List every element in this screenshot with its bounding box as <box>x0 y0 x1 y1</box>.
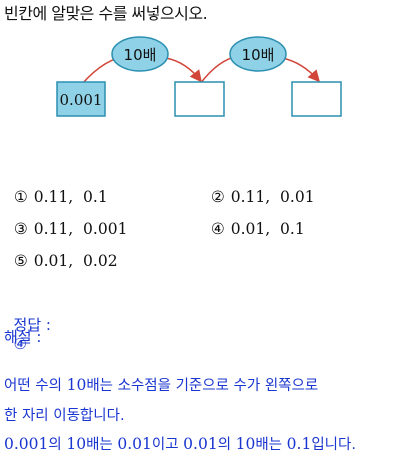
arrow-label-ellipse-2 <box>229 36 287 72</box>
explanation-line-3: 0.001의 10배는 0.01이고 0.01의 10배는 0.1입니다. <box>4 415 356 454</box>
answer-label: 정답 : <box>13 316 51 334</box>
option-3-number: ③ <box>13 220 28 238</box>
option-4[interactable]: ④ 0.01, 0.1 <box>201 202 305 238</box>
blank-box-2[interactable] <box>291 81 342 117</box>
start-box <box>56 81 106 117</box>
option-3[interactable]: ③ 0.11, 0.001 <box>4 202 128 238</box>
explanation-text: 배는 <box>255 437 287 453</box>
arrow-label-2: 10배 <box>242 46 275 64</box>
explanation-text: 어떤 수의 <box>4 378 67 394</box>
explanation-text: 의 <box>217 437 236 453</box>
option-1-text: 0.11, 0.1 <box>33 188 108 206</box>
explanation-text: 이고 <box>151 437 184 453</box>
explanation-number: 10 <box>235 435 256 453</box>
explanation-number: 0.01 <box>117 435 152 453</box>
explanation-text: 의 <box>48 437 67 453</box>
option-2-text: 0.11, 0.01 <box>230 188 315 206</box>
answer-value: ④ <box>13 335 27 353</box>
arrow-2-head <box>281 57 320 83</box>
question-text: 빈칸에 알맞은 수를 써넣으시오. <box>4 4 208 23</box>
multiplication-diagram: 10배 10배 0.001 <box>56 36 342 117</box>
blank-box-1[interactable] <box>174 81 225 117</box>
explanation-number: 10 <box>66 376 87 394</box>
explanation-number: 0.1 <box>286 435 312 453</box>
start-value: 0.001 <box>60 91 103 109</box>
option-3-text: 0.11, 0.001 <box>33 220 128 238</box>
explanation-number: 0.001 <box>4 435 49 453</box>
explanation-text: 배는 소수점을 기준으로 수가 왼쪽으로 <box>86 378 319 394</box>
option-1-number: ① <box>13 188 28 206</box>
option-2[interactable]: ② 0.11, 0.01 <box>201 170 315 206</box>
option-5-text: 0.01, 0.02 <box>33 252 118 270</box>
option-4-number: ④ <box>210 220 225 238</box>
arrow-label-1: 10배 <box>124 46 157 64</box>
option-2-number: ② <box>210 188 225 206</box>
explanation-text: 입니다. <box>311 437 356 453</box>
explanation-number: 10 <box>66 435 87 453</box>
option-4-text: 0.01, 0.1 <box>230 220 305 238</box>
explanation-text: 배는 <box>86 437 118 453</box>
arrow-1-head <box>165 57 202 83</box>
answer-line: 정답 : ④ <box>4 296 51 353</box>
explanation-line-1: 어떤 수의 10배는 소수점을 기준으로 수가 왼쪽으로 <box>4 356 318 395</box>
explanation-label: 해설 : <box>4 328 42 346</box>
explanation-text: 한 자리 이동합니다. <box>4 408 125 424</box>
option-5-number: ⑤ <box>13 252 28 270</box>
arrow-label-ellipse-1 <box>111 36 169 72</box>
option-5[interactable]: ⑤ 0.01, 0.02 <box>4 234 118 270</box>
explanation-number: 0.01 <box>183 435 218 453</box>
option-1[interactable]: ① 0.11, 0.1 <box>4 170 108 206</box>
explanation-line-2: 한 자리 이동합니다. <box>4 386 125 425</box>
